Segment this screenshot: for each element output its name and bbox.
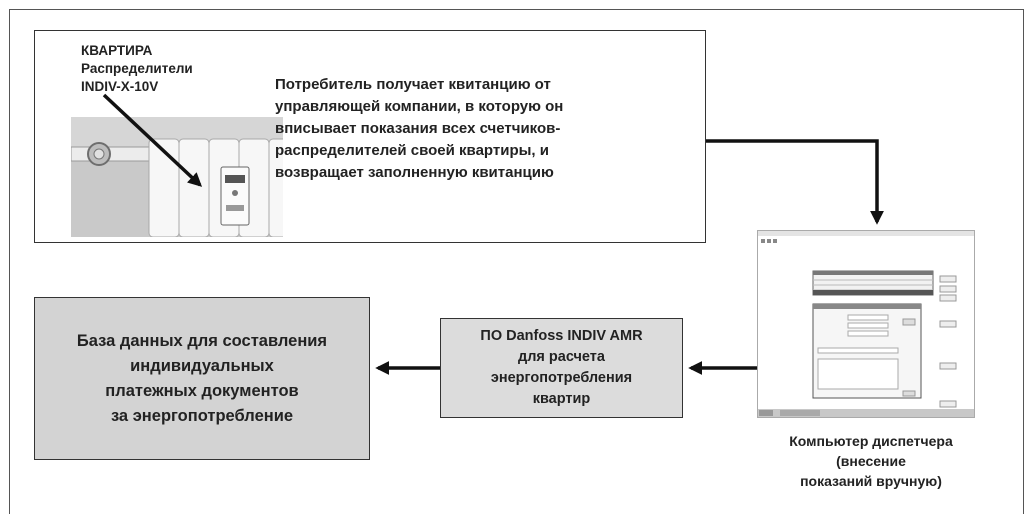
radiator-photo xyxy=(71,117,283,237)
dispatcher-screenshot xyxy=(757,230,975,418)
database-line-3: платежных документов xyxy=(105,381,299,400)
database-line-4: за энергопотребление xyxy=(110,406,294,425)
dispatcher-line-3: показаний вручную) xyxy=(800,473,942,489)
dispatcher-caption: Компьютер диспетчера (внесение показаний… xyxy=(752,431,990,491)
database-box: База данных для составления индивидуальн… xyxy=(34,297,370,460)
apartment-title: КВАРТИРА xyxy=(81,43,153,58)
apartment-model: INDIV-X-10V xyxy=(81,79,159,94)
consumer-line-5: возвращает заполненную квитанцию xyxy=(275,164,554,181)
database-line-1: База данных для составления xyxy=(76,331,328,350)
pointer-line xyxy=(102,93,203,187)
software-window-image xyxy=(758,231,974,417)
dispatcher-line-2: (внесение xyxy=(836,453,906,469)
dispatcher-line-1: Компьютер диспетчера xyxy=(789,433,953,449)
consumer-line-3: вписывает показания всех счетчиков- xyxy=(275,120,561,137)
outer-frame xyxy=(9,9,1024,514)
software-box: ПО Danfoss INDIV AMR для расчета энергоп… xyxy=(440,318,683,418)
consumer-line-4: распределителей своей квартиры, и xyxy=(275,142,549,159)
apartment-label: КВАРТИРА Распределители INDIV-X-10V xyxy=(81,42,193,96)
arrow-to-computer xyxy=(706,139,884,225)
apartment-distributors: Распределители xyxy=(81,61,193,76)
software-text: ПО Danfoss INDIV AMR для расчета энергоп… xyxy=(480,326,642,410)
database-text: База данных для составления индивидуальн… xyxy=(77,329,327,429)
consumer-line-1: Потребитель получает квитанцию от xyxy=(275,76,551,93)
software-line-3: энергопотребления xyxy=(490,370,633,386)
database-line-2: индивидуальных xyxy=(130,356,274,375)
software-line-2: для расчета xyxy=(518,349,605,365)
radiator-image xyxy=(71,117,283,237)
consumer-description: Потребитель получает квитанцию от управл… xyxy=(275,74,685,184)
software-line-1: ПО Danfoss INDIV AMR xyxy=(480,328,643,344)
consumer-line-2: управляющей компании, в которую он xyxy=(275,98,564,115)
software-line-4: квартир xyxy=(532,391,591,407)
apartment-box: КВАРТИРА Распределители INDIV-X-10V xyxy=(34,30,706,243)
